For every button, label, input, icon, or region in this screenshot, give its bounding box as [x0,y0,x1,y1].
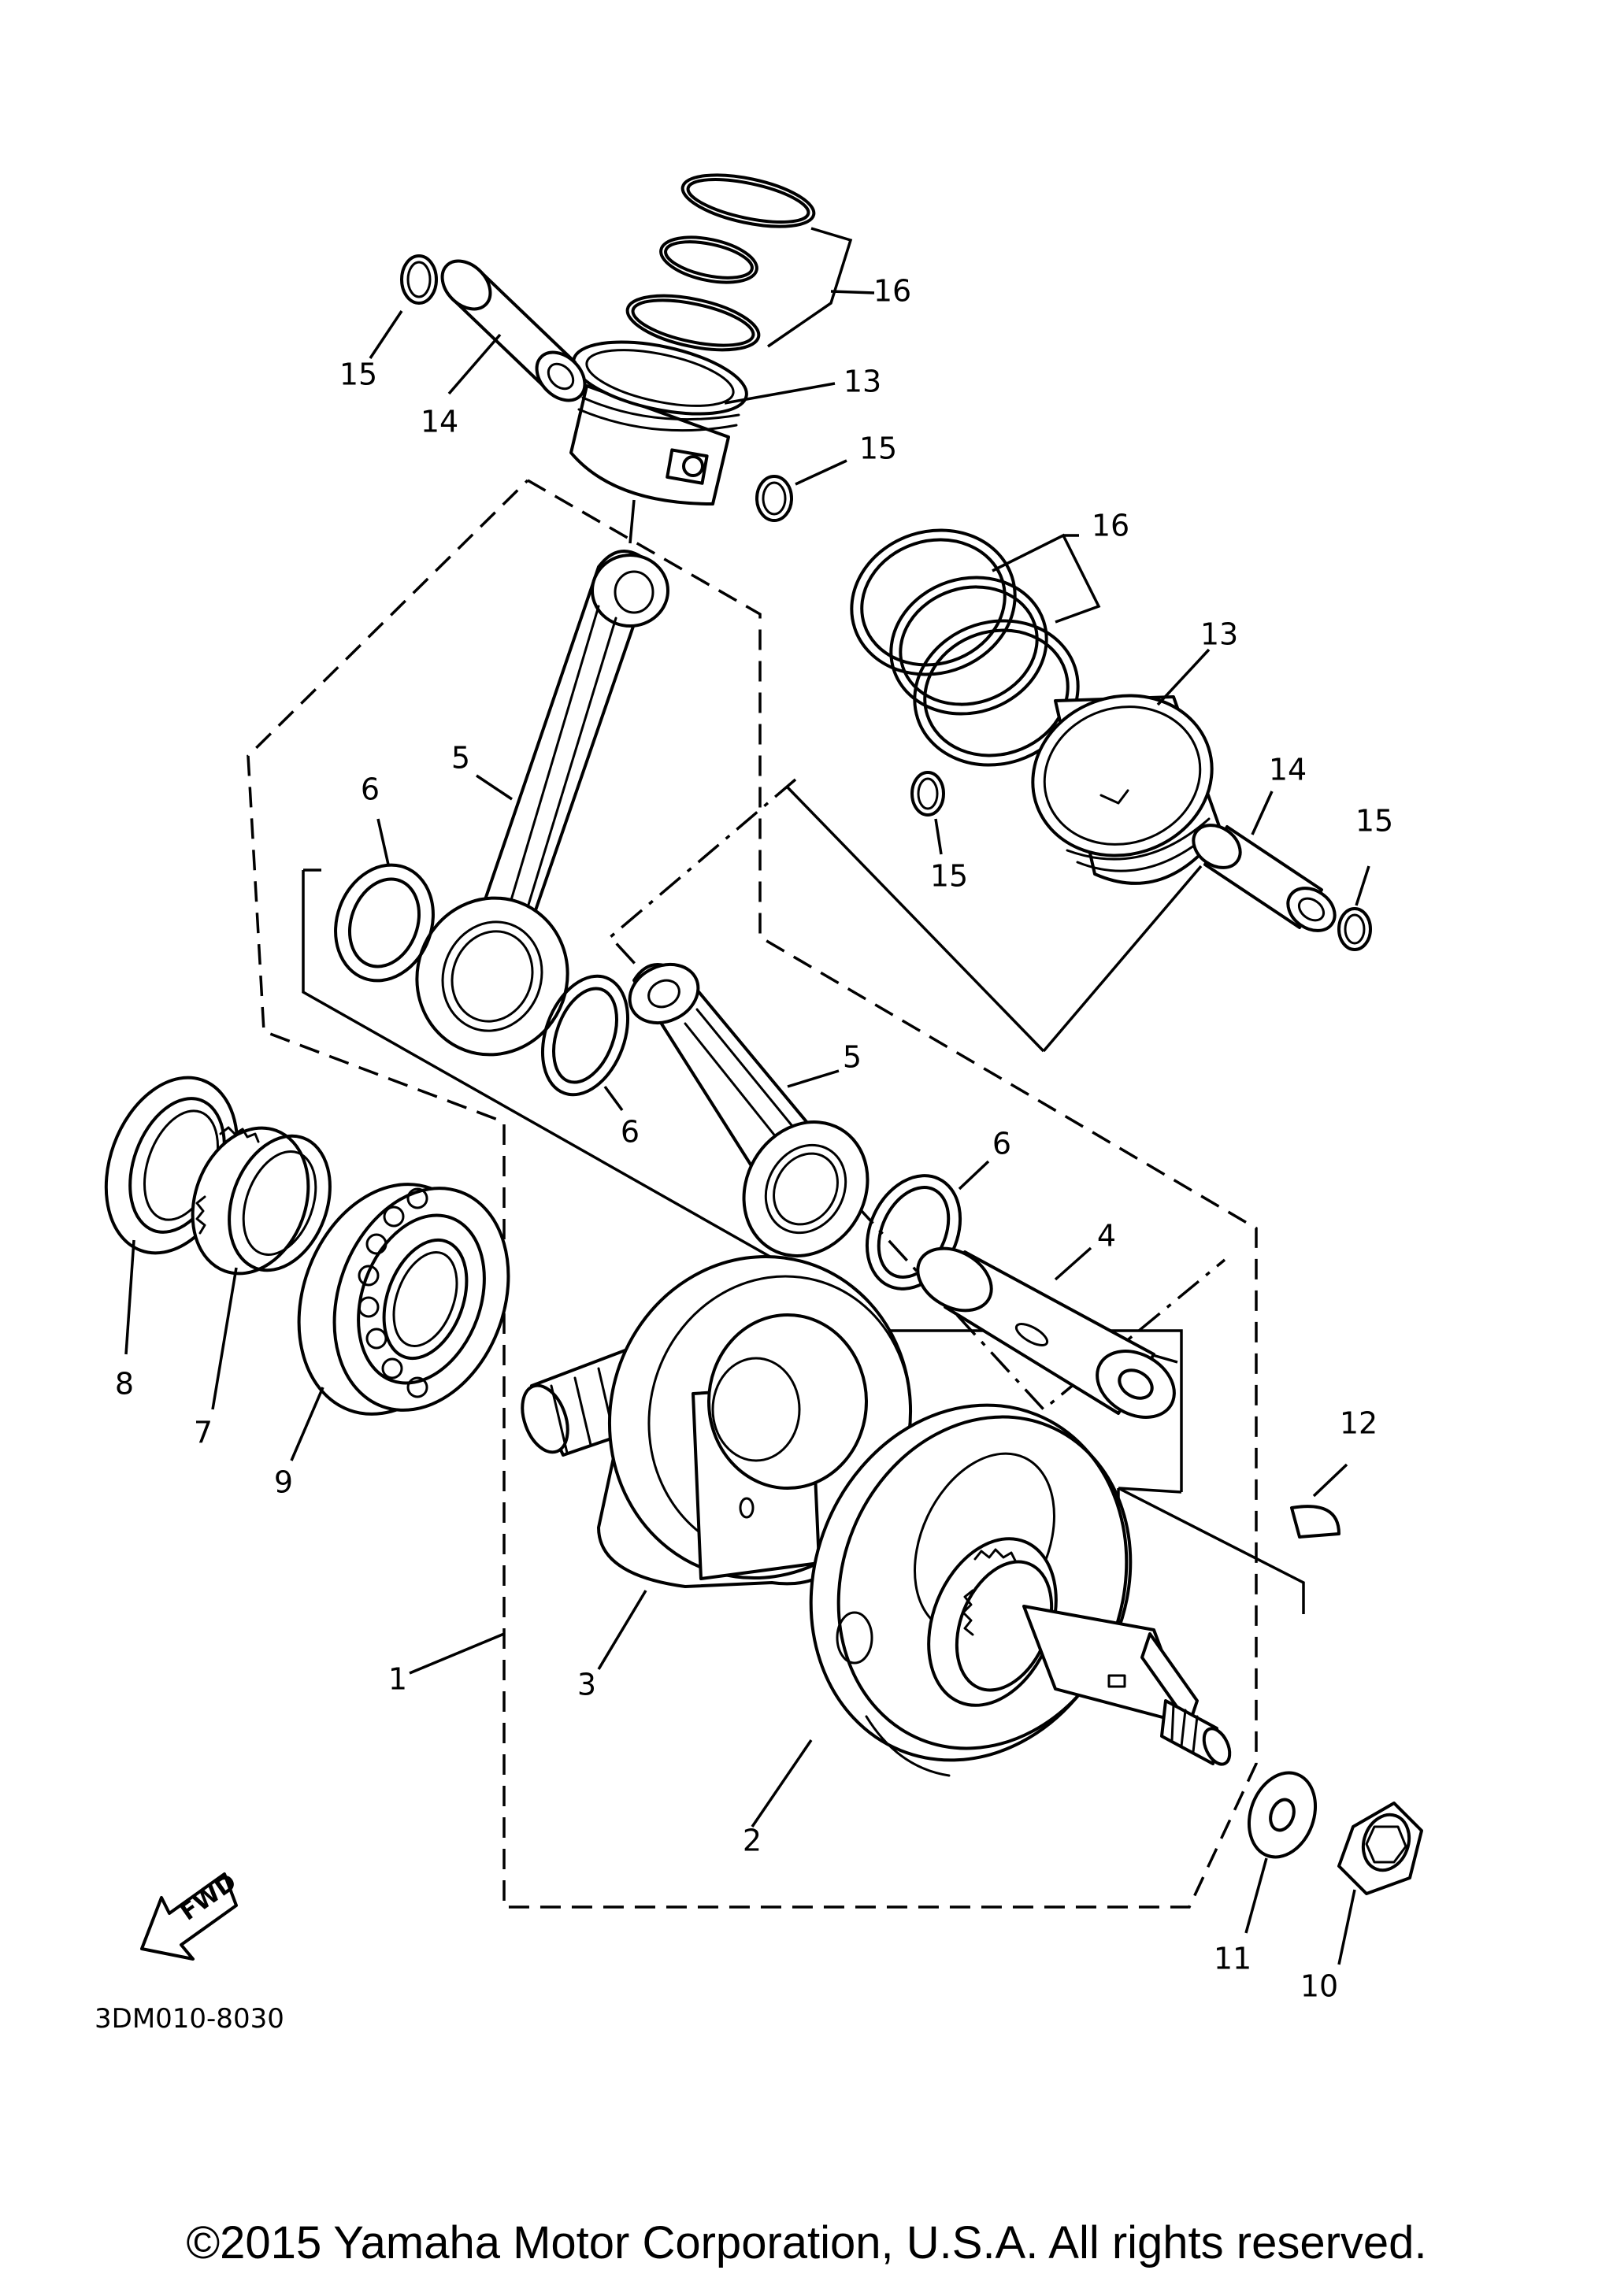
woodruff-key-12 [1290,1463,1348,1539]
callout-1: 1 [388,1662,407,1697]
washer-6-upper-left [334,818,435,983]
callout-2: 2 [743,1824,762,1858]
piston-rings-upper [625,173,875,352]
connecting-rod-upper [415,499,669,1057]
crankshaft-left-half-3 [521,1254,913,1670]
piston-upper [569,340,836,505]
piston-rings-lower [850,528,1101,767]
callout-6c: 6 [992,1127,1011,1161]
circlip-upper-right [755,459,847,522]
callout-3: 3 [577,1668,596,1702]
callout-14a: 14 [421,405,458,439]
callout-10: 10 [1300,1969,1338,2004]
washer-6-middle [540,974,630,1112]
circlip-lower-right [1337,865,1372,951]
piston-lower [1031,648,1222,885]
callout-15d: 15 [1355,804,1393,839]
callout-8: 8 [115,1367,134,1402]
wrist-pin-upper [440,259,587,402]
callout-4: 4 [1097,1219,1116,1254]
gear-7 [191,1126,332,1410]
callout-13a: 13 [844,365,881,399]
assembly-boundary-crankshaft [247,479,1258,1909]
callout-14b: 14 [1269,753,1307,787]
callout-6b: 6 [621,1115,640,1150]
callout-5b: 5 [843,1040,862,1075]
callout-13b: 13 [1200,617,1238,652]
callout-16b: 16 [1092,509,1129,543]
callout-labels: 1 2 3 4 5 5 6 6 6 7 8 9 10 11 12 13 13 1… [115,274,1393,2004]
crank-pin [916,1246,1176,1419]
diagram-code: 3DM010-8030 [95,2003,284,2035]
circlip-upper-left [369,254,438,359]
nut-10 [1337,1802,1423,1965]
callout-7: 7 [194,1416,213,1450]
circlip-lower-left [910,771,945,855]
callout-12: 12 [1340,1406,1378,1441]
callout-16a: 16 [873,274,911,309]
washer-11 [1244,1771,1318,1934]
callout-5a: 5 [451,741,470,776]
callout-15c: 15 [930,859,968,894]
ball-bearing-9 [290,1183,510,1461]
connecting-rod-lower [628,963,870,1257]
crankshaft-right-half-2 [751,1403,1232,1828]
callout-15a: 15 [339,357,377,392]
callout-6a: 6 [361,772,380,807]
wrist-pin-lower [1192,791,1337,932]
copyright-notice: ©2015 Yamaha Motor Corporation, U.S.A. A… [186,2217,1427,2268]
callout-15b: 15 [859,431,897,466]
forward-direction-arrow: FWD [140,1868,242,1961]
callout-9: 9 [274,1465,293,1500]
callout-11: 11 [1214,1942,1251,1976]
